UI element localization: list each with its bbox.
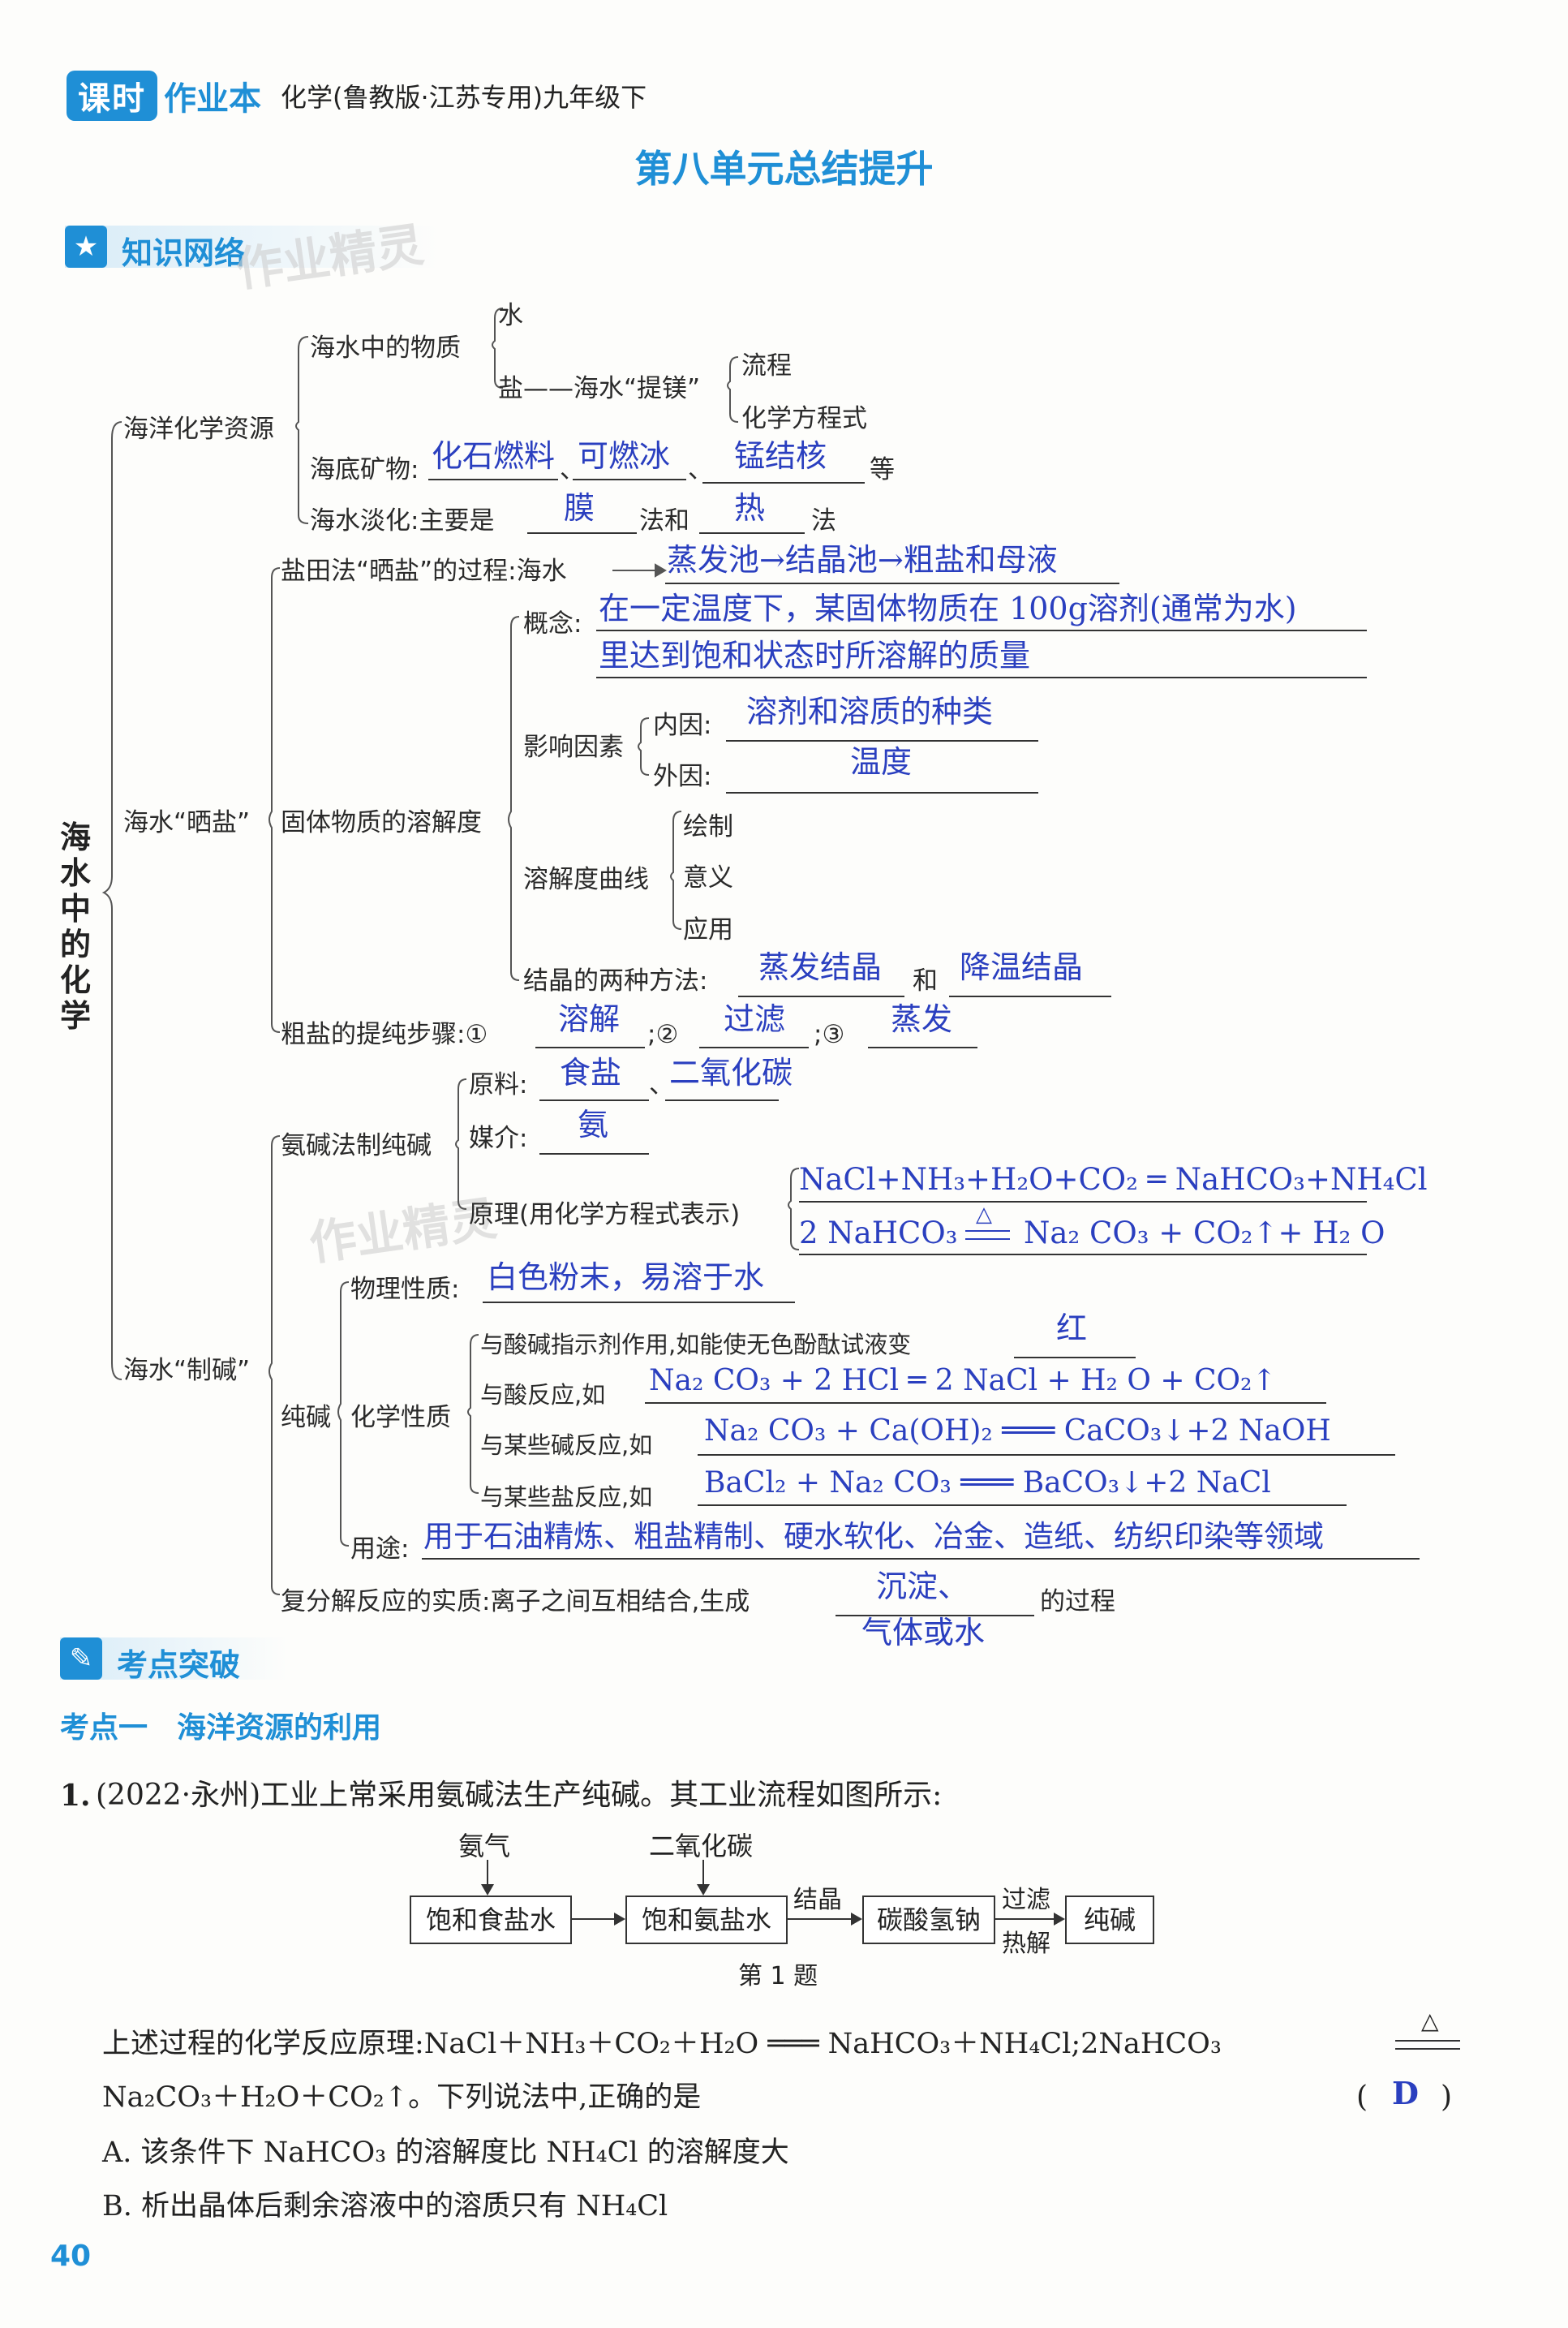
answer-concept-1: 在一定温度下，某固体物质在 100g溶剂(通常为水) [599, 591, 1297, 626]
acid-reaction-label: 与酸反应,如 [480, 1381, 606, 1409]
page-title: 第八单元总结提升 [634, 147, 934, 191]
tree-brackets [101, 308, 800, 1595]
inner-factor-label: 内因: [653, 711, 712, 740]
base-reaction-label: 与某些碱反应,如 [480, 1431, 653, 1459]
figure-caption: 第 1 题 [738, 1962, 818, 1990]
question-line-1: 上述过程的化学反应原理:NaCl＋NH₃＋CO₂＋H₂O ═══ NaHCO₃＋… [102, 2028, 1222, 2060]
flow-box-soda: 纯碱 [1065, 1896, 1154, 1944]
principle-label: 原理(用化学方程式表示) [469, 1200, 741, 1229]
answer-concept-2: 里达到饱和状态时所溶解的质量 [599, 638, 1031, 673]
section-title-breakthrough: 考点突破 [117, 1647, 241, 1683]
star-icon: ★ [65, 226, 107, 268]
answer-inner-factor: 溶剂和溶质的种类 [746, 694, 994, 729]
delta-symbol-q1: △ [1421, 2007, 1439, 2034]
edit-icon: ✎ [60, 1637, 102, 1680]
answer-equation-2b: Na₂ CO₃ + CO₂↑+ H₂ O [1024, 1216, 1385, 1250]
question-line-2: Na₂CO₃＋H₂O＋CO₂↑。下列说法中,正确的是 [102, 2081, 702, 2114]
salt-magnesium-label: 盐——海水“提镁” [498, 374, 701, 403]
curve-label: 溶解度曲线 [523, 865, 649, 894]
ammonia-soda-label: 氨碱法制纯碱 [281, 1131, 432, 1160]
crystallize-label: 结晶的两种方法: [523, 966, 708, 996]
flow-step-heat: 热解 [1002, 1930, 1050, 1958]
flow-box-brine: 饱和食盐水 [410, 1896, 572, 1944]
root-label: 海水中的化学 [60, 820, 92, 1034]
curve-draw: 绘制 [683, 812, 733, 841]
process-label: 流程 [741, 351, 792, 381]
flow-input-ammonia: 氨气 [458, 1831, 511, 1861]
answer-desal-1: 膜 [564, 490, 595, 526]
answer-mineral-1: 化石燃料 [432, 438, 556, 474]
curve-meaning: 意义 [683, 863, 733, 893]
book-subtitle: 化学(鲁教版·江苏专用)九年级下 [281, 82, 647, 113]
topic-heading: 考点一 海洋资源的利用 [60, 1711, 382, 1745]
question-number: 1. [60, 1779, 91, 1813]
answer-raw-2: 二氧化碳 [669, 1055, 793, 1091]
answer-purify-2: 过滤 [724, 1001, 786, 1037]
answer-q1: D [1392, 2075, 1419, 2111]
answer-desal-2: 热 [734, 490, 766, 526]
minerals-label: 海底矿物: [310, 455, 419, 484]
answer-medium: 氨 [578, 1107, 609, 1142]
water-label: 水 [498, 301, 523, 330]
option-b[interactable]: B. 析出晶体后剩余溶液中的溶质只有 NH₄Cl [102, 2190, 668, 2223]
answer-outer-factor: 温度 [850, 744, 913, 780]
factors-label: 影响因素 [523, 733, 624, 762]
answer-salt-reaction: BaCl₂ + Na₂ CO₃ ═══ BaCO₃↓+2 NaCl [704, 1466, 1271, 1500]
sea-substances-label: 海水中的物质 [310, 333, 461, 363]
answer-crystallize-1: 蒸发结晶 [758, 949, 883, 985]
curve-application: 应用 [683, 915, 733, 945]
ocean-resources-label: 海洋化学资源 [123, 415, 274, 444]
use-label: 用途: [350, 1534, 410, 1564]
flow-box-ammonia-brine: 饱和氨盐水 [625, 1896, 788, 1944]
delta-symbol: △ [976, 1203, 992, 1227]
answer-indicator: 红 [1056, 1310, 1088, 1346]
flow-input-co2: 二氧化碳 [649, 1831, 754, 1861]
soda-label: 纯碱 [281, 1403, 331, 1432]
answer-equation-1: NaCl+NH₃+H₂O+CO₂ ═ NaHCO₃+NH₄Cl [799, 1162, 1428, 1197]
answer-equation-2a: 2 NaHCO₃ [799, 1216, 958, 1250]
outer-factor-label: 外因: [653, 762, 712, 791]
concept-label: 概念: [523, 609, 582, 639]
answer-double-2: 气体或水 [861, 1615, 986, 1650]
section-band [65, 226, 438, 268]
answer-mineral-2: 可燃冰 [578, 438, 671, 474]
brand-text: 作业本 [164, 80, 261, 118]
solubility-label: 固体物质的溶解度 [281, 808, 482, 837]
answer-mineral-3: 锰结核 [734, 438, 827, 474]
flow-step-crystallize: 结晶 [793, 1886, 842, 1914]
question-stem: (2022·永州)工业上常采用氨碱法生产纯碱。其工业流程如图所示: [96, 1779, 943, 1812]
chemical-property-label: 化学性质 [350, 1403, 451, 1432]
header-brand: 课时 作业本 化学(鲁教版·江苏专用)九年级下 [67, 71, 647, 121]
answer-base-reaction: Na₂ CO₃ + Ca(OH)₂ ═══ CaCO₃↓+2 NaOH [704, 1414, 1331, 1448]
answer-use: 用于石油精炼、粗盐精制、硬水软化、冶金、造纸、纺织印染等领域 [423, 1519, 1324, 1554]
salt-reaction-label: 与某些盐反应,如 [480, 1483, 653, 1511]
answer-raw-1: 食盐 [560, 1055, 622, 1091]
flow-box-bicarbonate: 碳酸氢钠 [862, 1896, 995, 1944]
answer-salt-pan: 蒸发池→结晶池→粗盐和母液 [667, 542, 1058, 578]
flow-step-filter: 过滤 [1002, 1886, 1050, 1914]
answer-purify-1: 溶解 [558, 1001, 621, 1037]
answer-crystallize-2: 降温结晶 [960, 949, 1084, 985]
medium-label: 媒介: [469, 1124, 528, 1153]
equation-label: 化学方程式 [741, 404, 867, 433]
page-number: 40 [50, 2240, 92, 2273]
section-title-network: 知识网络 [122, 235, 246, 271]
answer-double-1: 沉淀、 [876, 1568, 969, 1604]
purify-label: 粗盐的提纯步骤:① [281, 1020, 488, 1049]
answer-acid-reaction: Na₂ CO₃ + 2 HCl ═ 2 NaCl + H₂ O + CO₂↑ [649, 1364, 1277, 1397]
double-decomp-label: 复分解反应的实质:离子之间互相结合,生成 [281, 1587, 750, 1616]
option-a[interactable]: A. 该条件下 NaHCO₃ 的溶解度比 NH₄Cl 的溶解度大 [102, 2137, 789, 2169]
brand-logo: 课时 [67, 71, 157, 121]
salt-pan-label: 盐田法“晒盐”的过程:海水 [281, 557, 567, 586]
answer-physical: 白色粉末，易溶于水 [487, 1259, 765, 1295]
shaiyan-label: 海水“晒盐” [123, 808, 251, 837]
zhijian-label: 海水“制碱” [123, 1356, 251, 1385]
answer-purify-3: 蒸发 [891, 1001, 953, 1037]
raw-material-label: 原料: [469, 1070, 528, 1099]
desalination-label: 海水淡化:主要是 [310, 506, 495, 536]
physical-property-label: 物理性质: [350, 1275, 460, 1304]
indicator-label: 与酸碱指示剂作用,如能使无色酚酞试液变 [480, 1331, 912, 1358]
